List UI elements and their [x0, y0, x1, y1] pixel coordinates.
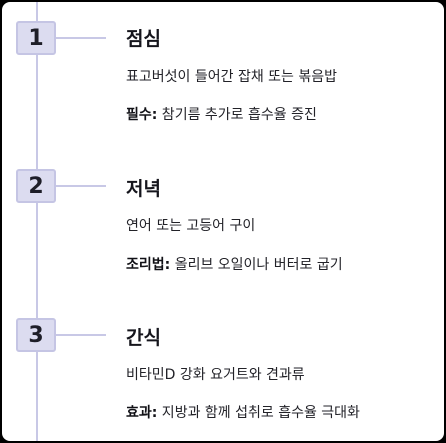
step-connector: [56, 37, 106, 39]
step-number-badge: 3: [16, 318, 56, 352]
step-note-text: 올리브 오일이나 버터로 굽기: [170, 257, 343, 273]
step-number-badge: 2: [16, 169, 56, 203]
step-title: 간식: [126, 327, 161, 349]
step-connector: [56, 334, 106, 336]
step-note-label: 효과:: [126, 405, 158, 421]
step-title: 점심: [126, 28, 161, 50]
step-description: 표고버섯이 들어간 잡채 또는 볶음밥: [126, 69, 337, 85]
step-description: 비타민D 강화 요거트와 견과류: [126, 367, 305, 383]
step-note: 조리법: 올리브 오일이나 버터로 굽기: [126, 254, 343, 274]
step-note-label: 필수:: [126, 107, 158, 123]
step-description: 연어 또는 고등어 구이: [126, 218, 256, 234]
step-note-text: 참기름 추가로 흡수율 증진: [157, 107, 317, 123]
step-note-label: 조리법:: [126, 257, 171, 273]
step-title: 저녁: [126, 178, 161, 200]
step-note: 필수: 참기름 추가로 흡수율 증진: [126, 104, 317, 124]
step-number-badge: 1: [16, 21, 56, 55]
step-note: 효과: 지방과 함께 섭취로 흡수율 극대화: [126, 402, 360, 422]
timeline-vertical-line: [36, 2, 38, 441]
step-note-text: 지방과 함께 섭취로 흡수율 극대화: [157, 405, 360, 421]
step-connector: [56, 185, 106, 187]
